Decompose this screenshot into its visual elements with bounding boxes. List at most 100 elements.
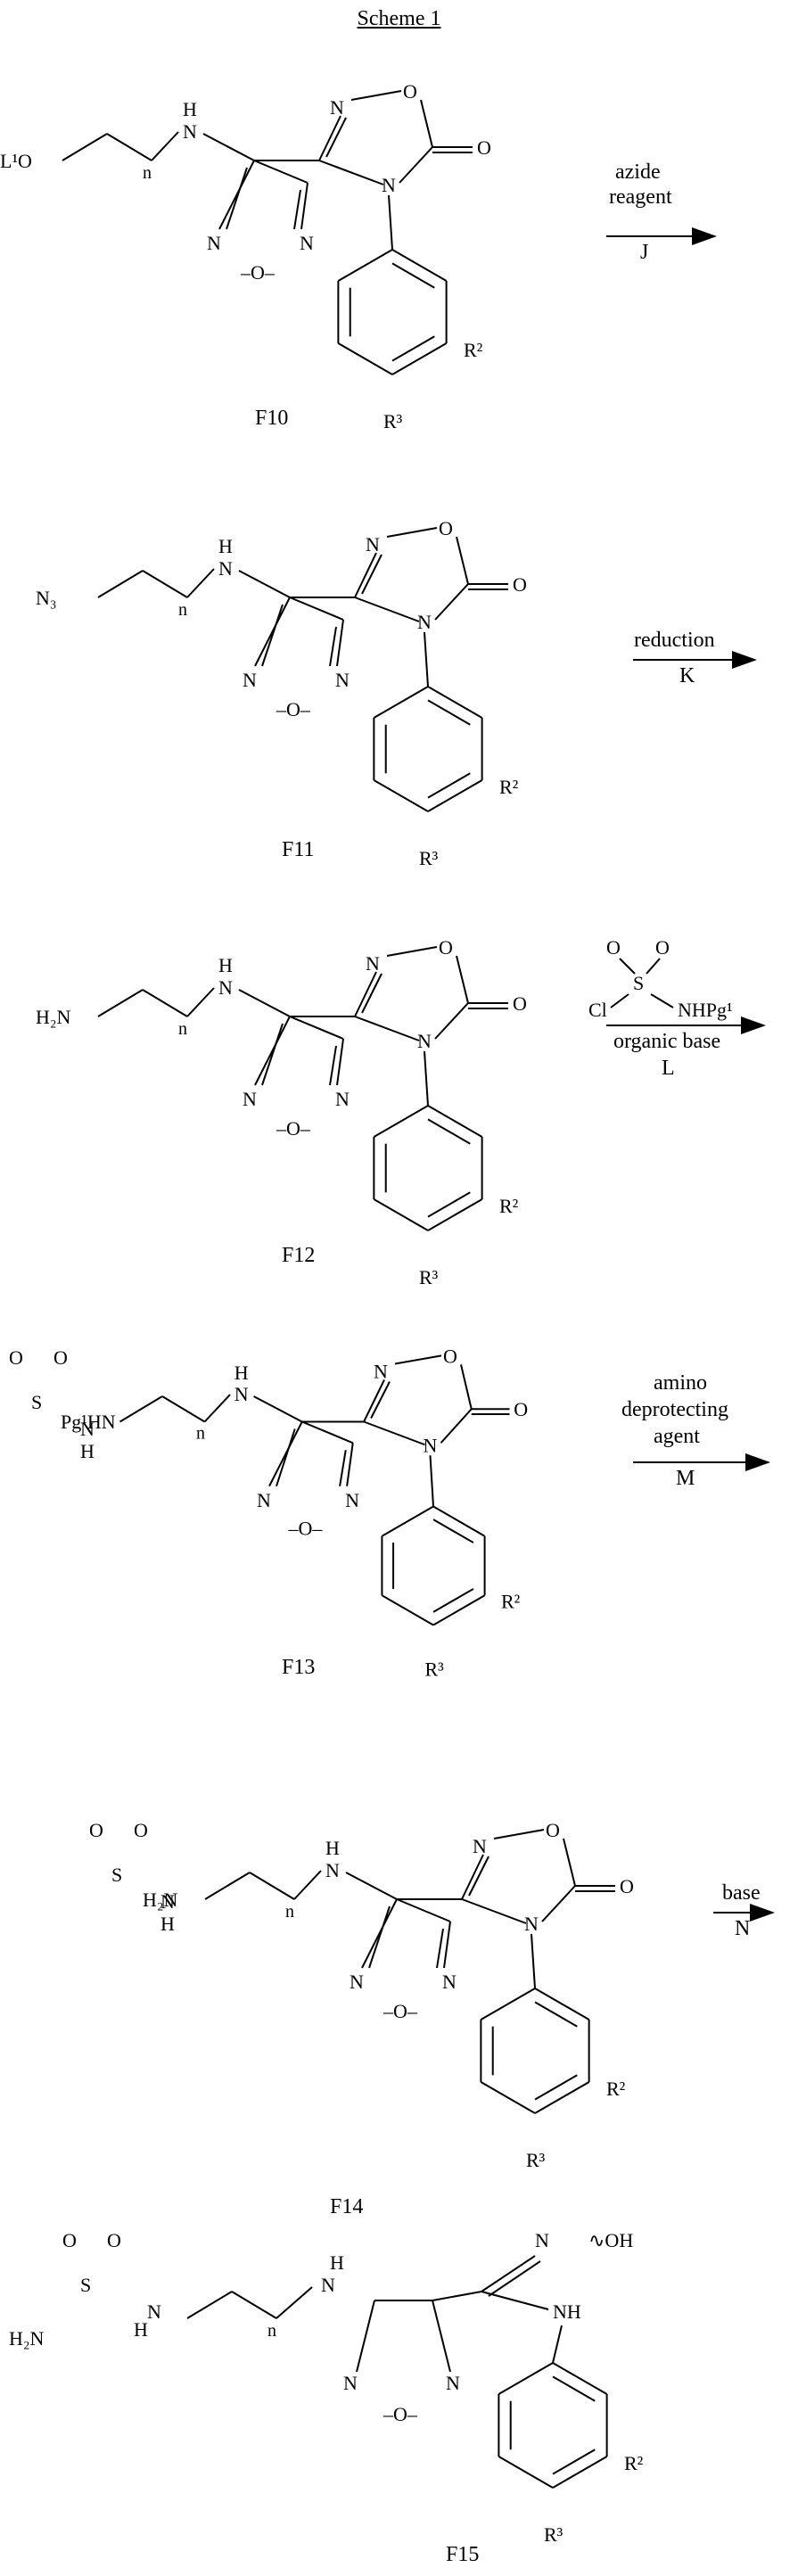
bond <box>205 1395 231 1421</box>
n-aryl-bond <box>389 195 392 250</box>
step-m-above-2: deprotecting <box>621 1398 728 1422</box>
step-k-below: K <box>679 664 695 688</box>
f15-nh-n: N <box>321 2274 335 2296</box>
r2-label: R² <box>606 2078 626 2100</box>
double-bond <box>340 1450 346 1486</box>
bond <box>355 1016 419 1041</box>
f15-aryl-ring-bond <box>498 2363 553 2394</box>
double-bond <box>276 1429 295 1486</box>
aryl-ring-bond <box>428 687 482 718</box>
bond <box>355 972 376 1016</box>
aryl-ring-double-bond <box>428 773 470 797</box>
aryl-ring-bond <box>535 1988 589 2020</box>
step-j-above-2: reagent <box>609 185 672 210</box>
furazan-n: N <box>207 232 221 254</box>
oxadiazolone-n: N <box>374 1361 388 1383</box>
r3-label: R³ <box>425 1658 445 1681</box>
bond <box>457 956 468 1003</box>
aryl-ring-bond <box>392 343 447 374</box>
n-index: n <box>285 1902 294 1922</box>
double-bond <box>262 1024 283 1085</box>
carbonyl-o: O <box>620 1875 634 1897</box>
furazan-o: –O– <box>276 698 311 720</box>
oxadiazolone-n: N <box>330 96 344 119</box>
bond <box>646 959 660 974</box>
reagent-nhpg: NHPg¹ <box>678 999 733 1021</box>
bond <box>355 597 419 621</box>
carbonyl-o: O <box>513 992 527 1015</box>
aryl-ring-bond <box>338 250 392 281</box>
carbonyl-o: O <box>514 1398 528 1420</box>
bond <box>432 2300 450 2372</box>
reagent-s: S <box>633 972 644 994</box>
nh-n: N <box>234 1383 249 1405</box>
aryl-ring-double-bond <box>428 700 470 724</box>
bond <box>162 1396 205 1422</box>
bond <box>143 990 187 1016</box>
bond <box>435 584 468 620</box>
nh-h: H <box>325 1837 340 1859</box>
r3-label: R³ <box>419 847 439 869</box>
bond <box>462 1899 526 1923</box>
step-n-below: N <box>735 1917 750 1941</box>
double-bond <box>369 1906 390 1968</box>
oxadiazolone-n4: N <box>524 1913 539 1935</box>
f15-aryl-ring-double-bond <box>553 2449 595 2473</box>
bond <box>205 1872 250 1899</box>
bond <box>98 571 143 597</box>
furazan-n: N <box>243 669 257 691</box>
oxadiazolone-n4: N <box>417 611 432 633</box>
bond <box>98 990 143 1016</box>
n-aryl-bond <box>424 632 428 687</box>
furazan-n2: N <box>345 1489 359 1511</box>
f15-aryl-ring-bond <box>498 2457 553 2488</box>
bond <box>481 2292 548 2309</box>
step-l-below-2: L <box>662 1057 675 1081</box>
aryl-ring-double-bond <box>535 2002 577 2026</box>
nh-n: N <box>325 1859 340 1881</box>
furazan-o: –O– <box>383 2000 418 2022</box>
amidoxime-oh: ∿OH <box>588 2229 633 2251</box>
aryl-ring-double-bond <box>428 1119 470 1143</box>
f15-aryl-ring-double-bond <box>553 2376 595 2400</box>
sulfonyl-o1-1: O <box>89 1819 103 1841</box>
double-bond <box>262 605 283 666</box>
aryl-ring-bond <box>382 1595 433 1625</box>
furazan-o: –O– <box>288 1517 324 1539</box>
bond <box>250 1872 294 1899</box>
oxadiazolone-n: N <box>366 952 380 975</box>
bond <box>441 1409 472 1443</box>
r3-label: R³ <box>383 410 403 432</box>
aryl-ring-bond <box>428 780 482 811</box>
bond <box>461 1364 472 1409</box>
aryl-ring-double-bond <box>428 1192 470 1216</box>
bond <box>254 1396 302 1422</box>
oxadiazolone-n: N <box>366 533 380 556</box>
aryl-ring-bond <box>374 687 428 718</box>
f15-sulfonyl-o2: O <box>107 2229 121 2251</box>
step-m-above-3: agent <box>654 1425 700 1449</box>
bond <box>337 1039 343 1085</box>
compound-label-f10: F10 <box>255 407 288 431</box>
furazan-n2: N <box>300 232 314 254</box>
n-aryl-bond <box>424 1051 428 1106</box>
bond <box>302 1422 353 1444</box>
n-index: n <box>196 1424 205 1444</box>
bond <box>187 569 214 597</box>
sulfamide-n-1: N <box>160 1890 175 1913</box>
aryl-ring-bond <box>374 1199 428 1230</box>
bond <box>564 1839 575 1886</box>
f15-sulfamide-h: H <box>134 2318 148 2341</box>
left-group: N₃ <box>36 587 57 609</box>
f15-furazan-n2: N <box>446 2372 460 2394</box>
f15-aryl-ring-bond <box>553 2457 607 2488</box>
bond <box>387 528 437 537</box>
reagent-o1: O <box>606 936 621 959</box>
double-bond <box>330 1046 336 1085</box>
bond <box>219 160 254 229</box>
r2-label: R² <box>499 1195 519 1217</box>
furazan-n2: N <box>442 1971 457 1993</box>
furazan-n: N <box>243 1088 257 1110</box>
bond <box>362 1899 397 1968</box>
